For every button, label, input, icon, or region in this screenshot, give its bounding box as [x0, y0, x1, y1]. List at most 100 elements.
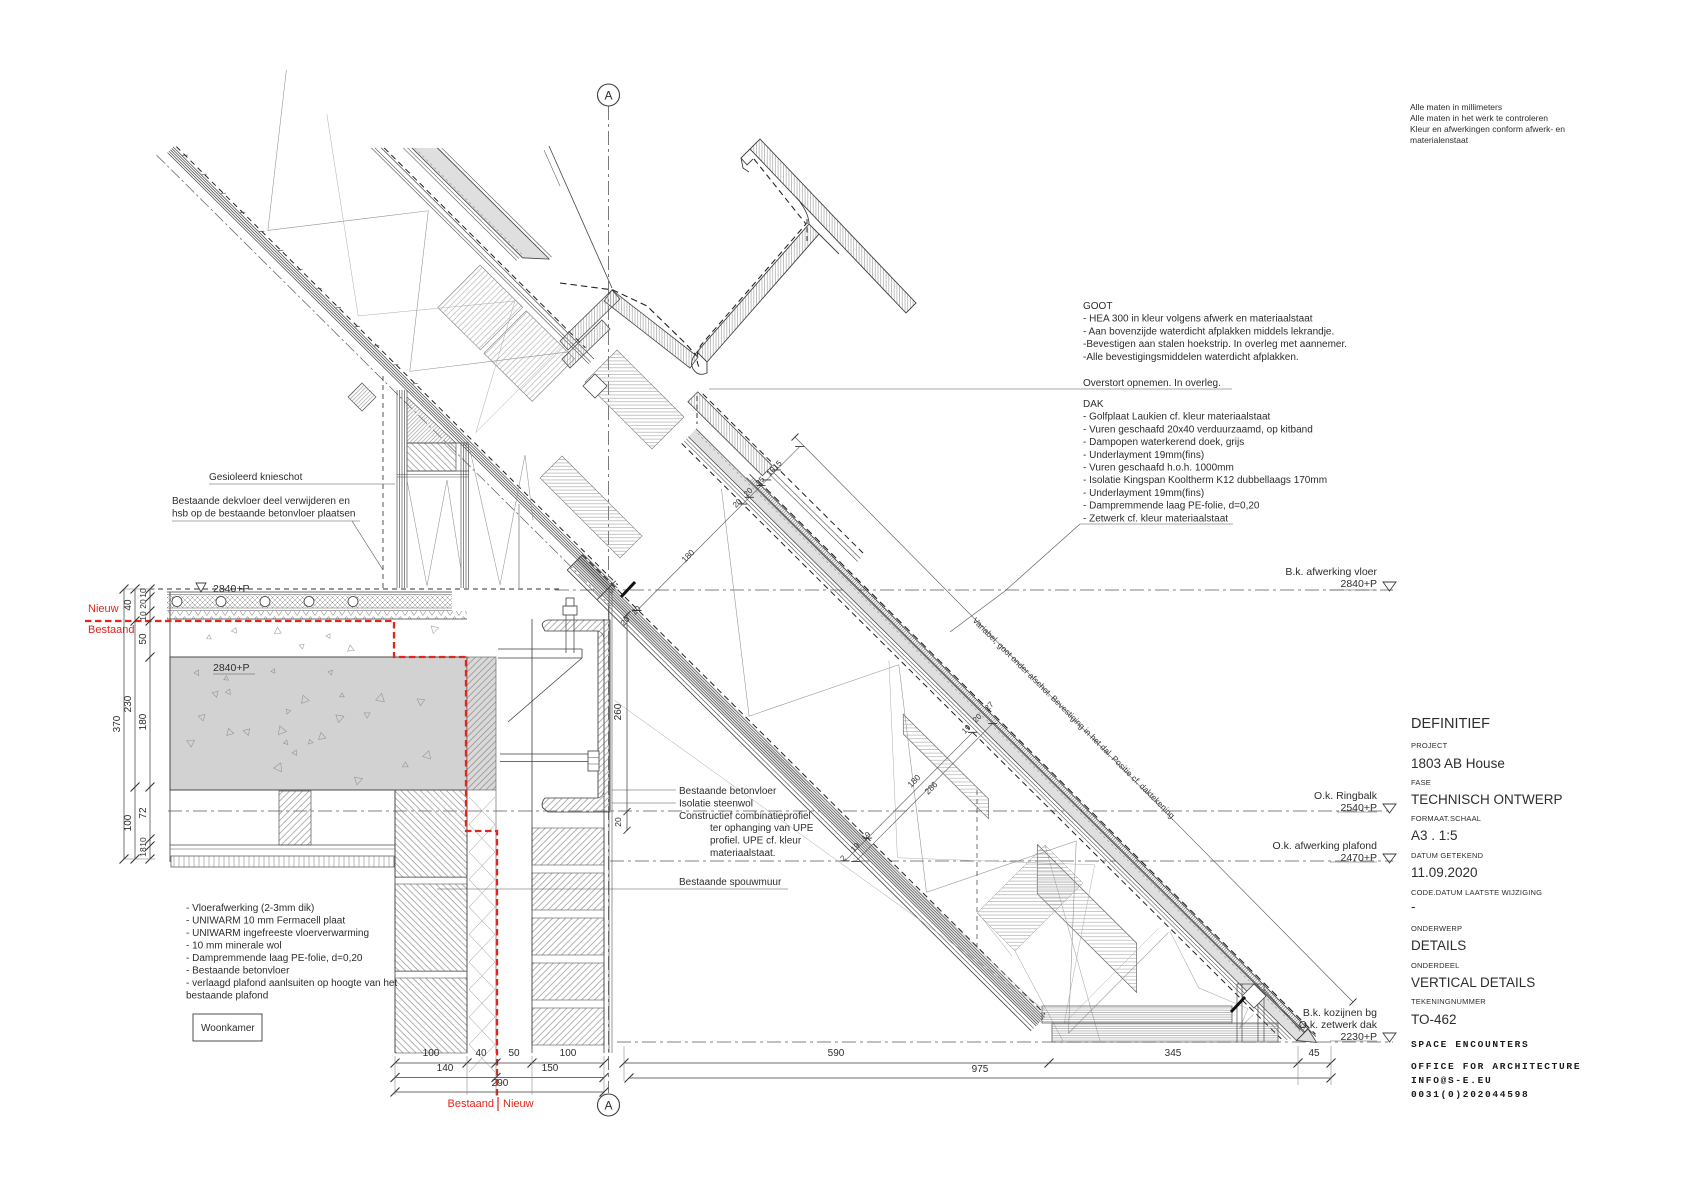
svg-text:345: 345: [1165, 1048, 1182, 1059]
svg-text:10: 10: [138, 588, 148, 598]
svg-text:Bestaande spouwmuur: Bestaande spouwmuur: [679, 877, 782, 888]
svg-text:bestaande plafond: bestaande plafond: [186, 991, 268, 1002]
svg-text:Bestaand: Bestaand: [448, 1098, 494, 1110]
svg-text:Bestaande dekvloer deel verwij: Bestaande dekvloer deel verwijderen en: [172, 496, 350, 507]
svg-text:- Bestaande betonvloer: - Bestaande betonvloer: [186, 966, 290, 977]
svg-text:Bestaand: Bestaand: [88, 624, 134, 636]
svg-text:-Alle bevestigingsmiddelen wat: -Alle bevestigingsmiddelen waterdicht af…: [1083, 352, 1299, 363]
svg-text:SPACE ENCOUNTERS: SPACE ENCOUNTERS: [1411, 1039, 1529, 1050]
svg-text:2540+P: 2540+P: [1341, 802, 1378, 814]
svg-text:DETAILS: DETAILS: [1411, 938, 1466, 953]
svg-text:GOOT: GOOT: [1083, 301, 1112, 312]
svg-text:PROJECT: PROJECT: [1411, 741, 1448, 750]
svg-text:TECHNISCH ONTWERP: TECHNISCH ONTWERP: [1411, 792, 1563, 807]
svg-text:- Dampremmende laag PE-folie,: - Dampremmende laag PE-folie, d=0,20: [186, 953, 363, 964]
svg-text:CODE.DATUM LAATSTE WIJZIGING: CODE.DATUM LAATSTE WIJZIGING: [1411, 888, 1542, 897]
svg-text:180: 180: [138, 713, 149, 730]
svg-text:- Isolatie Kingspan Kooltherm: - Isolatie Kingspan Kooltherm K12 dubbel…: [1083, 475, 1327, 486]
svg-text:- HEA 300 in kleur volgens afw: - HEA 300 in kleur volgens afwerk en mat…: [1083, 314, 1313, 325]
svg-text:FASE: FASE: [1411, 778, 1431, 787]
svg-text:Nieuw: Nieuw: [503, 1098, 534, 1110]
svg-text:- Aan bovenzijde waterdicht af: - Aan bovenzijde waterdicht afplakken mi…: [1083, 326, 1334, 337]
svg-text:100: 100: [123, 814, 134, 831]
svg-text:50: 50: [138, 633, 149, 645]
svg-text:- Golfplaat Laukien cf. kleur: - Golfplaat Laukien cf. kleur materiaals…: [1083, 412, 1271, 423]
svg-text:10: 10: [138, 837, 148, 847]
svg-text:2470+P: 2470+P: [1341, 852, 1378, 864]
svg-text:10: 10: [138, 611, 148, 621]
svg-text:VERTICAL DETAILS: VERTICAL DETAILS: [1411, 975, 1535, 990]
svg-text:286: 286: [922, 779, 939, 796]
svg-text:ONDERDEEL: ONDERDEEL: [1411, 961, 1459, 970]
svg-text:Gesioleerd knieschot: Gesioleerd knieschot: [209, 472, 303, 483]
svg-text:Constructief combinatieprofiel: Constructief combinatieprofiel: [679, 811, 811, 822]
svg-text:Alle maten in millimeters: Alle maten in millimeters: [1410, 102, 1502, 112]
svg-text:- Vuren geschaafd 20x40 verduu: - Vuren geschaafd 20x40 verduurzaamd, op…: [1083, 424, 1313, 435]
svg-text:Nieuw: Nieuw: [88, 603, 119, 615]
svg-text:40: 40: [475, 1048, 487, 1059]
svg-text:TEKENINGNUMMER: TEKENINGNUMMER: [1411, 997, 1486, 1006]
svg-text:materiaalstaat.: materiaalstaat.: [710, 848, 776, 859]
svg-text:18: 18: [138, 847, 148, 857]
svg-text:A3 . 1:5: A3 . 1:5: [1411, 828, 1458, 843]
svg-text:100: 100: [560, 1048, 577, 1059]
svg-text:370: 370: [112, 715, 123, 732]
svg-text:11.09.2020: 11.09.2020: [1411, 865, 1478, 880]
svg-text:B.k. afwerking vloer: B.k. afwerking vloer: [1285, 566, 1377, 578]
svg-text:590: 590: [828, 1048, 845, 1059]
svg-text:DATUM GETEKEND: DATUM GETEKEND: [1411, 851, 1484, 860]
svg-text:Kleur en afwerkingen conform a: Kleur en afwerkingen conform afwerk- en: [1410, 124, 1565, 134]
svg-text:O.k. afwerking plafond: O.k. afwerking plafond: [1273, 840, 1378, 852]
svg-text:- UNIWARM 10 mm Fermacell plaa: - UNIWARM 10 mm Fermacell plaat: [186, 916, 345, 927]
svg-text:OFFICE FOR ARCHITECTURE: OFFICE FOR ARCHITECTURE: [1411, 1061, 1581, 1072]
svg-text:140: 140: [437, 1063, 454, 1074]
svg-text:A: A: [604, 1099, 612, 1113]
svg-text:TO-462: TO-462: [1411, 1012, 1457, 1027]
svg-text:72: 72: [138, 807, 149, 819]
svg-text:- Underlayment 19mm(fins): - Underlayment 19mm(fins): [1083, 488, 1204, 499]
svg-text:2230+P: 2230+P: [1341, 1031, 1378, 1043]
svg-text:B.k. kozijnen bg: B.k. kozijnen bg: [1303, 1007, 1377, 1019]
svg-text:hsb op de bestaande betonvloer: hsb op de bestaande betonvloer plaatsen: [172, 508, 355, 519]
svg-text:20: 20: [138, 599, 148, 609]
svg-text:materialenstaat: materialenstaat: [1410, 135, 1469, 145]
svg-text:DAK: DAK: [1083, 399, 1104, 410]
svg-text:-Bevestigen aan stalen hoekstr: -Bevestigen aan stalen hoekstrip. In ove…: [1083, 339, 1347, 350]
svg-text:Overstort opnemen. In overleg.: Overstort opnemen. In overleg.: [1083, 378, 1221, 389]
svg-text:2840+P: 2840+P: [213, 583, 250, 595]
svg-text:260: 260: [613, 703, 624, 720]
svg-text:FORMAAT.SCHAAL: FORMAAT.SCHAAL: [1411, 814, 1481, 823]
svg-text:150: 150: [542, 1063, 559, 1074]
svg-text:- Dampopen waterkerend doek, g: - Dampopen waterkerend doek, grijs: [1083, 437, 1244, 448]
svg-text:2840+P: 2840+P: [1341, 578, 1378, 590]
svg-text:975: 975: [972, 1064, 989, 1075]
svg-text:180: 180: [905, 772, 922, 789]
svg-text:2: 2: [838, 853, 848, 863]
svg-text:- Vloerafwerking (2-3mm dik): - Vloerafwerking (2-3mm dik): [186, 903, 314, 914]
svg-text:Isolatie steenwol: Isolatie steenwol: [679, 798, 753, 809]
svg-text:A: A: [604, 89, 612, 103]
svg-text:- verlaagd plafond aanlsuiten: - verlaagd plafond aanlsuiten op hoogte …: [186, 978, 397, 989]
svg-text:- Vuren geschaafd h.o.h. 1000m: - Vuren geschaafd h.o.h. 1000mm: [1083, 463, 1234, 474]
svg-text:100: 100: [423, 1048, 440, 1059]
svg-text:DEFINITIEF: DEFINITIEF: [1411, 716, 1490, 732]
svg-text:Woonkamer: Woonkamer: [201, 1023, 255, 1034]
svg-text:40: 40: [123, 599, 134, 611]
svg-text:O.k. Ringbalk: O.k. Ringbalk: [1314, 790, 1378, 802]
svg-text:O.k. zetwerk dak: O.k. zetwerk dak: [1299, 1019, 1378, 1031]
svg-text:0031(0)202044598: 0031(0)202044598: [1411, 1089, 1529, 1100]
svg-text:- UNIWARM ingefreeste vloerver: - UNIWARM ingefreeste vloerverwarming: [186, 928, 369, 939]
svg-text:profiel. UPE cf. kleur: profiel. UPE cf. kleur: [710, 835, 802, 846]
svg-text:1803 AB House: 1803 AB House: [1411, 756, 1505, 771]
svg-text:2840+P: 2840+P: [213, 662, 250, 674]
svg-text:20: 20: [613, 817, 623, 827]
svg-text:Alle maten in het werk te cont: Alle maten in het werk te controleren: [1410, 113, 1548, 123]
svg-text:50: 50: [508, 1048, 520, 1059]
svg-text:- Dampremmende laag PE-folie,: - Dampremmende laag PE-folie, d=0,20: [1083, 501, 1260, 512]
svg-text:-: -: [1411, 899, 1416, 914]
svg-text:Bestaande betonvloer: Bestaande betonvloer: [679, 786, 777, 797]
svg-text:230: 230: [123, 695, 134, 712]
svg-text:- Underlayment 19mm(fins): - Underlayment 19mm(fins): [1083, 450, 1204, 461]
svg-text:ter ophanging van UPE: ter ophanging van UPE: [710, 823, 814, 834]
svg-text:- 10 mm minerale wol: - 10 mm minerale wol: [186, 941, 282, 952]
